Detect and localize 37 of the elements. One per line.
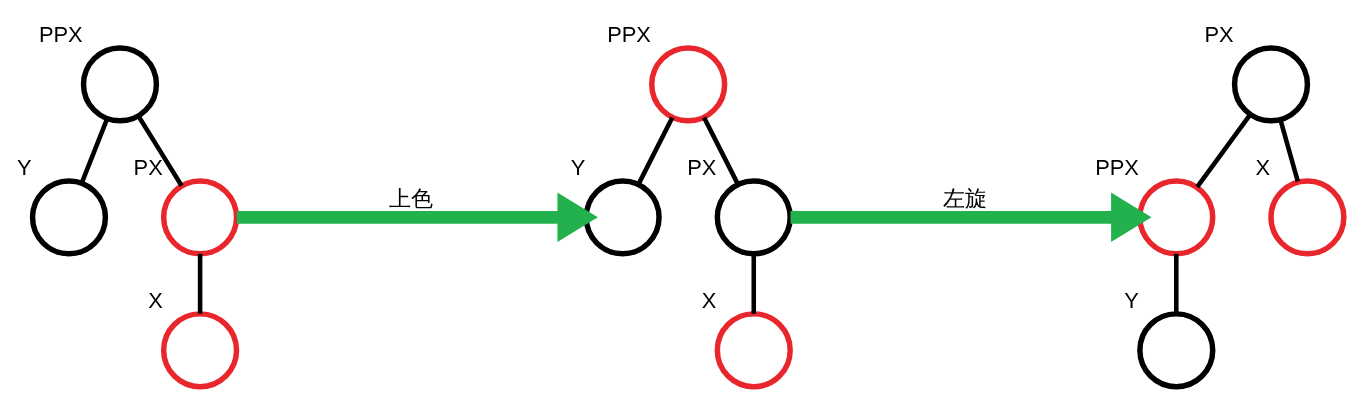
connector xyxy=(136,114,184,187)
node-circle xyxy=(1137,310,1216,389)
node-label: X xyxy=(701,287,717,313)
node-label: PX xyxy=(687,154,717,180)
node-circle xyxy=(80,44,160,124)
node-label: Y xyxy=(17,154,32,180)
node-circle xyxy=(1268,177,1347,256)
node-circle xyxy=(160,310,240,389)
node-label: PPX xyxy=(607,21,651,47)
node-label: X xyxy=(1255,154,1271,180)
node-label: Y xyxy=(570,154,586,180)
connector xyxy=(751,253,757,314)
node-circle xyxy=(583,177,662,256)
node-label: PPX xyxy=(1095,154,1139,180)
arrow xyxy=(790,192,1152,242)
node-circle xyxy=(649,44,728,124)
node-circle xyxy=(1137,177,1216,256)
node-label: PX xyxy=(133,154,163,180)
arrow xyxy=(236,192,598,242)
edge-label: 左旋 xyxy=(943,185,988,211)
edge-label: 上色 xyxy=(389,185,434,211)
connector xyxy=(197,253,203,314)
node-circle xyxy=(1231,44,1311,124)
connector xyxy=(702,116,740,185)
connector xyxy=(1278,119,1300,182)
node-label: PPX xyxy=(38,21,83,47)
node-circle xyxy=(714,177,793,256)
connector xyxy=(1195,113,1252,188)
node-label: Y xyxy=(1124,287,1139,313)
node-label: PX xyxy=(1204,21,1234,47)
node-label: X xyxy=(148,287,163,313)
node-circle xyxy=(160,177,240,256)
node-circle xyxy=(29,177,109,256)
connector xyxy=(636,116,675,185)
connector xyxy=(1174,253,1179,314)
connector xyxy=(79,117,110,183)
node-circle xyxy=(714,310,793,389)
